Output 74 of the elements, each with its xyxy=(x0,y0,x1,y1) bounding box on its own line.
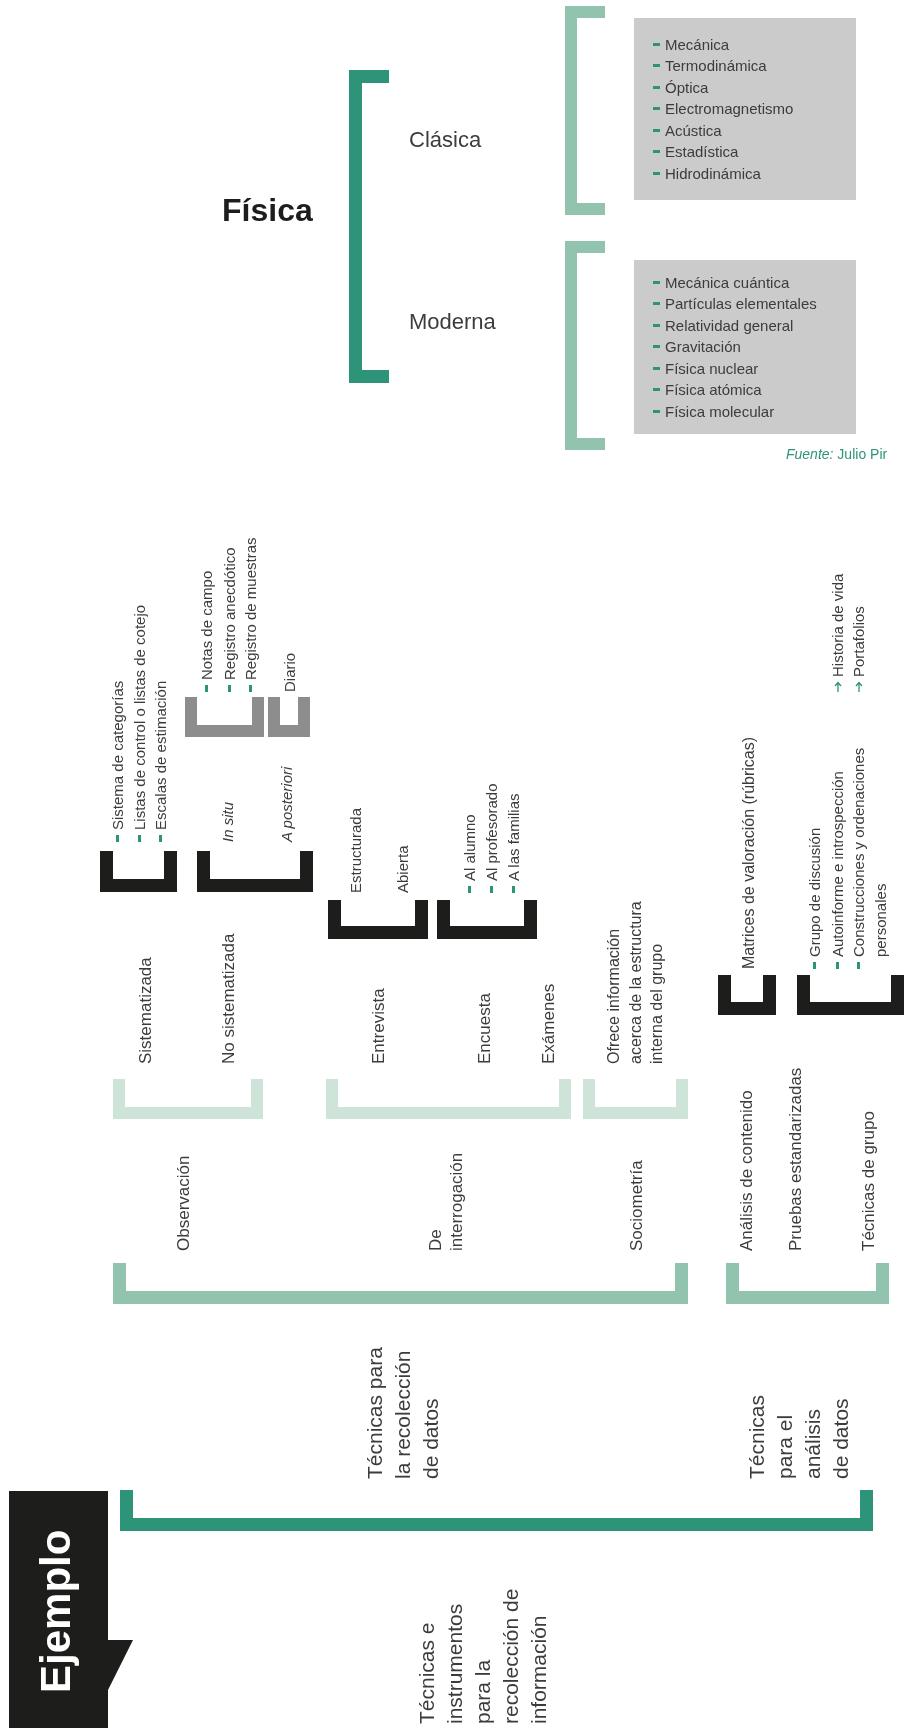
category-label: Exámenes xyxy=(538,983,559,1064)
list-item: Relatividad general xyxy=(665,315,794,336)
list-item: Mecánica xyxy=(665,34,730,55)
list-item: Registro anecdótico xyxy=(219,547,239,680)
category-label: Análisis de contenido xyxy=(736,1090,757,1251)
category-label: No sistematizada xyxy=(218,933,239,1064)
list-item: Historia de vida xyxy=(828,573,848,677)
bracket xyxy=(100,851,177,892)
list-item: Al profesorado xyxy=(481,783,501,881)
group-label: Técnicas para el análisis de datos xyxy=(744,1393,853,1479)
category-label: In situ xyxy=(217,801,237,842)
category-label: Sociometría xyxy=(626,1160,647,1251)
category-label: Sistematizada xyxy=(135,957,156,1064)
list-box xyxy=(634,260,856,434)
list-item: A las familias xyxy=(503,793,523,881)
list-item: Construcciones y ordenaciones personales xyxy=(849,746,890,957)
root-label: Técnicas e instrumentos para la recolección de información xyxy=(414,1587,551,1724)
category-label: Entrevista xyxy=(368,988,389,1064)
bracket xyxy=(328,900,428,939)
description-text: Ofrece información acerca de la estructura interna del grupo xyxy=(604,900,667,1064)
bracket xyxy=(113,1263,688,1304)
bracket xyxy=(797,975,904,1015)
bracket xyxy=(326,1079,571,1119)
list-item: Óptica xyxy=(665,77,709,98)
category-label: Observación xyxy=(173,1155,194,1251)
bracket xyxy=(113,1079,263,1119)
list-item: Electromagnetismo xyxy=(665,99,794,120)
label-tab xyxy=(9,1491,133,1728)
bracket xyxy=(197,851,313,892)
category-label: Abierta xyxy=(392,845,412,893)
list-item: Notas de campo xyxy=(196,570,216,680)
bracket xyxy=(349,70,389,383)
category-label: A posteriori xyxy=(276,766,296,842)
bracket xyxy=(437,900,537,939)
bracket xyxy=(565,241,605,450)
list-item: Física molecular xyxy=(665,401,775,422)
list-item: Partículas elementales xyxy=(665,294,817,315)
category-label: Estructurada xyxy=(345,807,365,893)
list-item: Mecánica cuántica xyxy=(665,272,790,293)
list-item: Gravitación xyxy=(665,337,741,358)
list-item: Física atómica xyxy=(665,380,762,401)
list-item: Escalas de estimación xyxy=(150,680,170,830)
category-label: Matrices de valoración (rúbricas) xyxy=(738,736,758,969)
heading: Física xyxy=(222,191,313,230)
list-item: Acústica xyxy=(665,120,722,141)
list-item: Grupo de discusión xyxy=(805,827,825,957)
list-item: Diario xyxy=(279,652,299,692)
list-item: Sistema de categorías xyxy=(107,680,127,830)
list-box xyxy=(634,18,856,200)
category-label: Pruebas estandarizadas xyxy=(785,1067,806,1251)
list-item: Portafolios xyxy=(849,606,869,677)
list-item: Estadística xyxy=(665,142,739,163)
bracket xyxy=(583,1079,688,1119)
bracket xyxy=(185,697,264,737)
source-note: Fuente: Julio Pir xyxy=(786,445,888,463)
category-label: Técnicas de grupo xyxy=(858,1111,879,1251)
list-item: Física nuclear xyxy=(665,358,759,379)
tab-label: Ejemplo xyxy=(31,1529,80,1693)
list-item: Autoinforme e introspección xyxy=(828,771,848,957)
bracket xyxy=(718,975,776,1015)
list-item: Registro de muestras xyxy=(240,537,260,680)
list-item: Al alumno xyxy=(459,814,479,881)
bracket xyxy=(120,1490,873,1531)
group-label: Técnicas para la recolección de datos xyxy=(362,1346,443,1479)
branch-label: Moderna xyxy=(409,308,496,336)
bracket xyxy=(726,1263,889,1304)
category-label: De interrogación xyxy=(424,1151,467,1251)
category-label: Encuesta xyxy=(474,993,495,1064)
list-item: Termodinámica xyxy=(665,56,767,77)
branch-label: Clásica xyxy=(409,126,482,154)
list-item: Hidrodinámica xyxy=(665,163,761,184)
bracket xyxy=(268,697,310,737)
bracket xyxy=(565,6,605,215)
list-item: Listas de control o listas de cotejo xyxy=(129,604,149,830)
